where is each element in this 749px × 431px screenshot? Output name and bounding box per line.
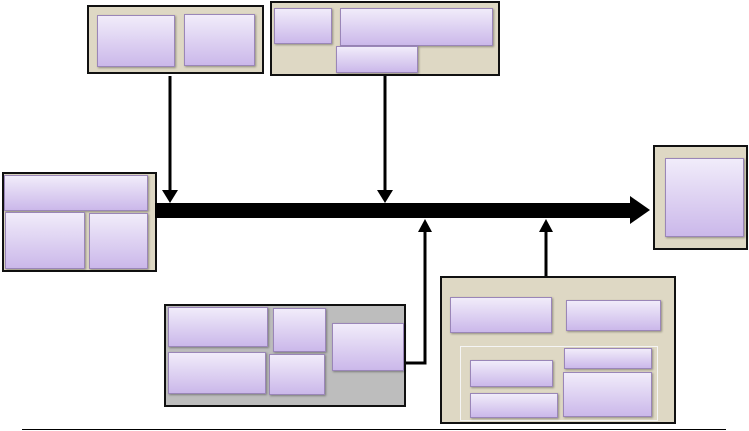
box [168, 352, 266, 394]
arrow-bottom-middle [406, 230, 427, 365]
box [184, 14, 255, 66]
box [273, 308, 326, 352]
box [274, 8, 332, 44]
box [4, 175, 148, 211]
arrowhead [418, 219, 432, 232]
box [336, 46, 418, 73]
box [566, 300, 661, 331]
arrowhead [539, 219, 553, 232]
box [332, 323, 404, 371]
box [89, 213, 148, 269]
main-arrow-shaft [155, 203, 635, 218]
arrowhead [377, 190, 393, 203]
box [97, 15, 175, 67]
box [470, 360, 553, 387]
box [665, 158, 744, 237]
box [5, 212, 85, 269]
box [269, 354, 325, 395]
box [450, 297, 552, 333]
box [340, 8, 493, 46]
box [470, 393, 558, 418]
bottom-divider [22, 429, 726, 430]
box [168, 307, 268, 347]
box [564, 348, 652, 369]
arrowhead [162, 190, 178, 203]
main-arrowhead [630, 196, 650, 224]
box [563, 372, 652, 417]
